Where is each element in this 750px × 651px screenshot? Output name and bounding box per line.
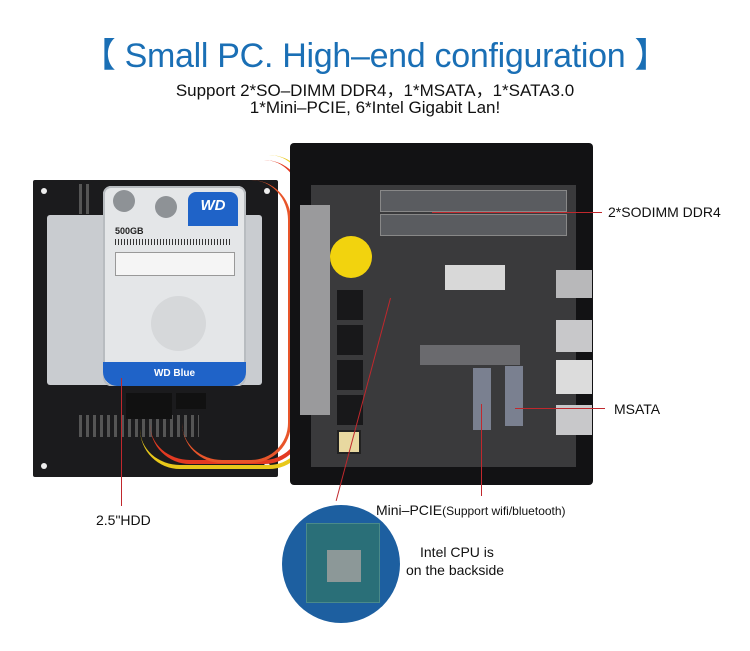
sata-data-connector	[176, 393, 206, 409]
callout-line-sodimm	[432, 212, 602, 213]
msata-slot	[505, 366, 523, 426]
subtitle-line-2: 1*Mini–PCIE, 6*Intel Gigabit Lan!	[249, 98, 501, 117]
lan-controller-chip	[337, 325, 363, 355]
lan-controller-chip	[337, 360, 363, 390]
label-hdd: 2.5"HDD	[96, 512, 151, 528]
hdd-spindle-area	[151, 296, 206, 351]
hdd-info-box	[115, 252, 235, 276]
label-sodimm: 2*SODIMM DDR4	[608, 204, 721, 220]
usb-port	[556, 320, 592, 352]
nic-heatsink	[300, 205, 330, 415]
label-minipcie-note: (Support wifi/bluetooth)	[442, 504, 566, 518]
screw-cap	[155, 196, 177, 218]
label-cpu-line-2: on the backside	[406, 562, 505, 578]
usb-port	[556, 405, 592, 435]
screw-cap	[113, 190, 135, 212]
cpu-inset-image	[282, 505, 400, 623]
label-cpu-line-1: Intel CPU is	[420, 544, 494, 560]
label-minipcie: Mini–PCIE(Support wifi/bluetooth)	[376, 502, 566, 518]
callout-line-hdd	[121, 378, 122, 506]
label-msata: MSATA	[614, 401, 661, 417]
cmos-battery	[330, 236, 372, 278]
hdmi-port	[556, 270, 592, 298]
wd-blue-label: WD Blue	[103, 362, 246, 386]
lan-port	[556, 360, 592, 394]
lan-controller-chip	[337, 290, 363, 320]
callout-line-minipcie	[481, 404, 482, 496]
screw-hole	[41, 188, 47, 194]
screw-hole	[41, 463, 47, 469]
barcode	[115, 239, 230, 245]
sodimm-slot-2	[380, 214, 567, 236]
cpu-die	[327, 550, 361, 582]
subtitle-line-1: Support 2*SO–DIMM DDR4，1*MSATA，1*SATA3.0	[175, 81, 575, 100]
label-minipcie-main: Mini–PCIE	[376, 502, 443, 518]
sata-cable-orange	[182, 180, 291, 463]
hdd-drive: WD 500GB WD Blue	[103, 186, 246, 386]
vent-slots	[79, 184, 89, 214]
page-title: 【 Small PC. High–end configuration 】	[81, 37, 669, 75]
hdd-capacity: 500GB	[115, 226, 144, 236]
sodimm-slot-1	[380, 190, 567, 212]
inductors	[420, 345, 520, 365]
sata-power-connector	[126, 393, 172, 419]
callout-line-msata	[515, 408, 605, 409]
lan-controller-chip	[337, 395, 363, 425]
mini-pcie-slot	[473, 368, 491, 430]
header-block	[445, 265, 505, 290]
